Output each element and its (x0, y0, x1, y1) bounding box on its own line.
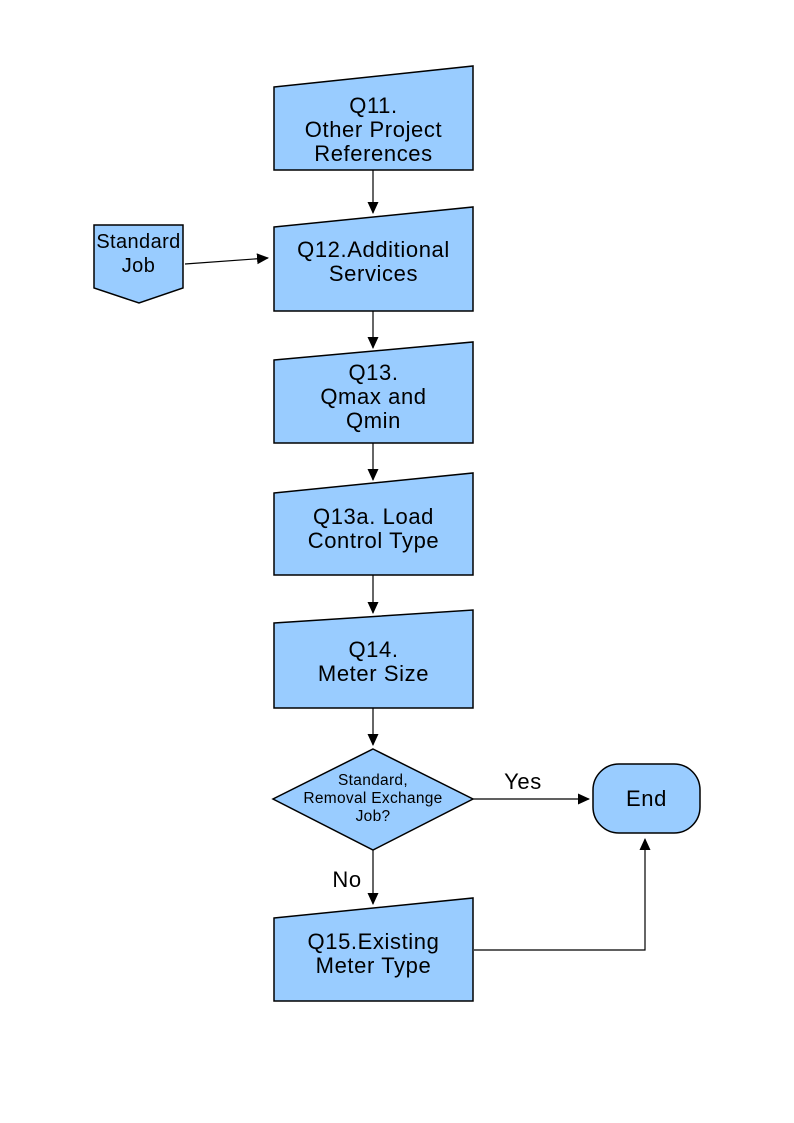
node-q13-shape (273, 341, 474, 444)
arrow-standardjob-to-q12 (184, 253, 269, 265)
node-q15-shape (273, 897, 474, 1002)
node-standard-job-shape (93, 224, 184, 304)
node-q12-shape (273, 206, 474, 312)
arrow-q15-to-end (474, 838, 651, 951)
node-end-shape (592, 763, 701, 834)
node-q11-shape (273, 65, 474, 171)
node-q14-shape (273, 609, 474, 709)
node-q13a-shape (273, 472, 474, 576)
node-decision-shape (271, 748, 475, 851)
